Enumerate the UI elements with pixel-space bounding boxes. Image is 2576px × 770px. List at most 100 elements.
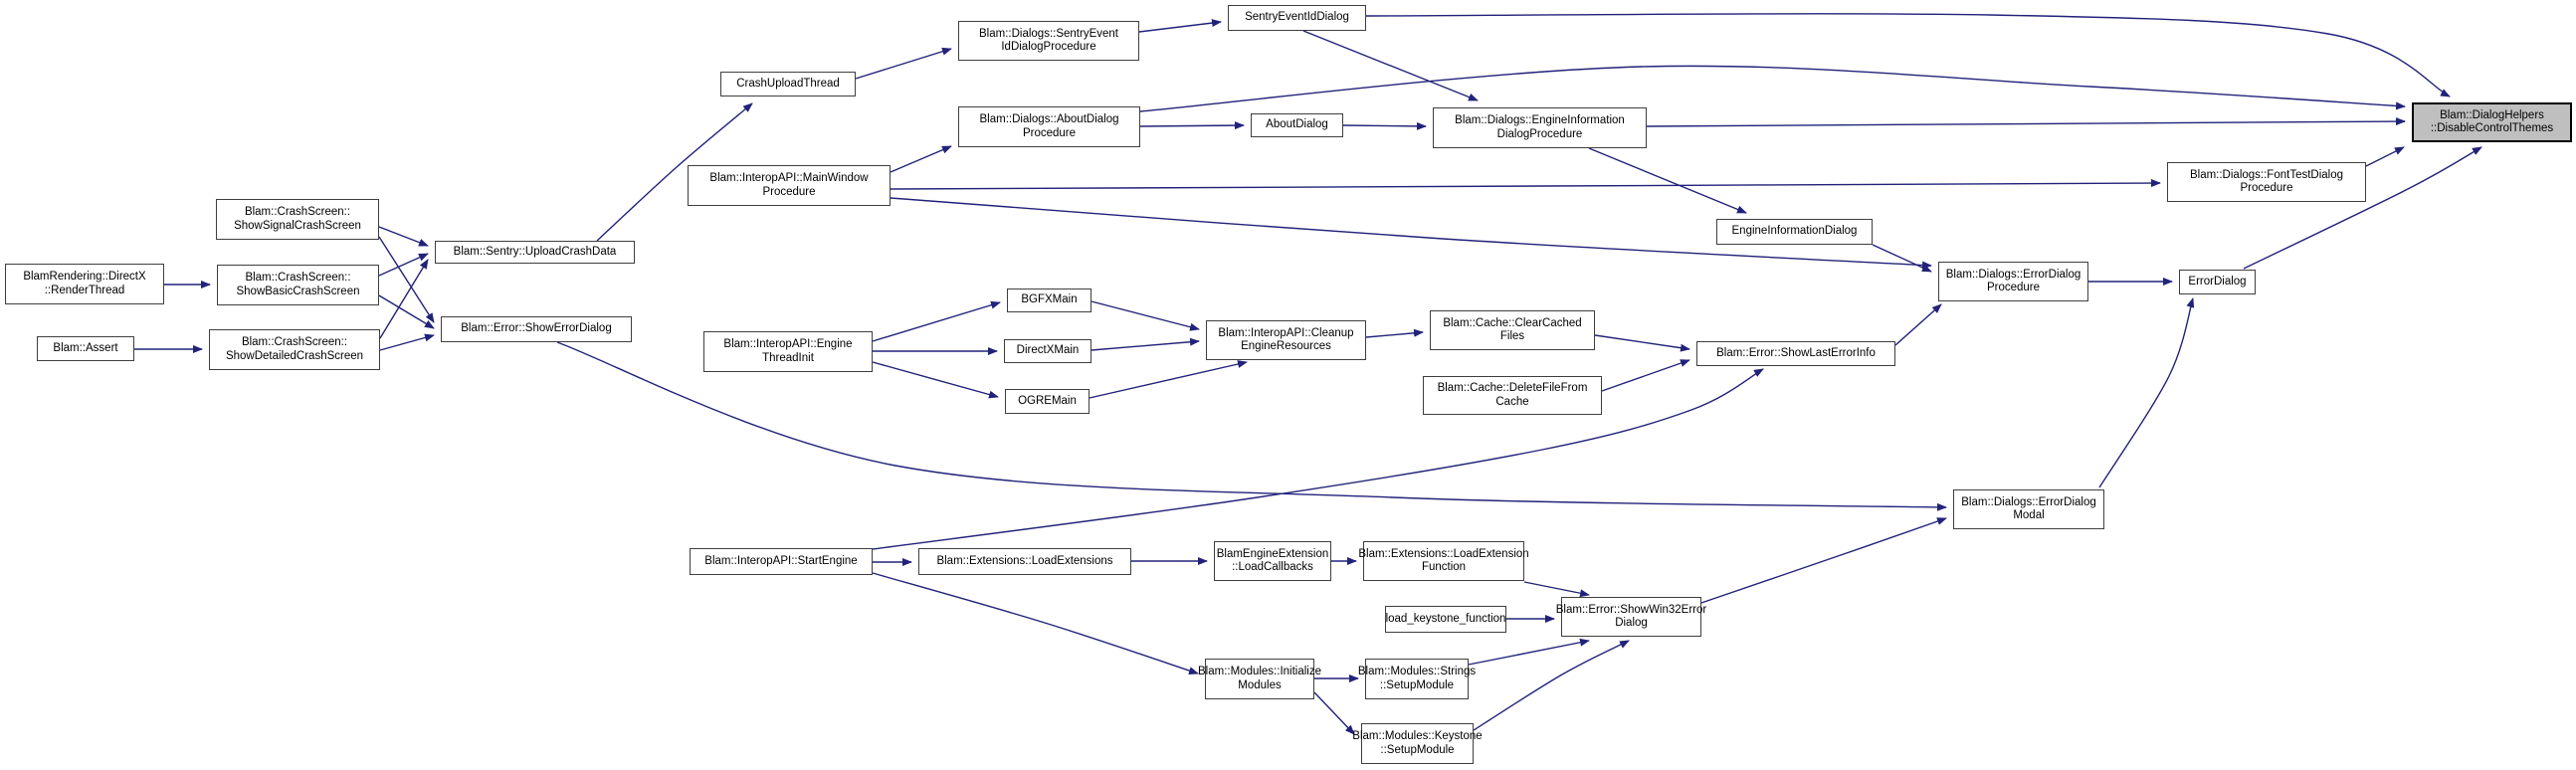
node-label-line: Modules <box>1238 678 1282 691</box>
node-label-line: Modal <box>2013 509 2045 521</box>
node-disablecontrolthemes[interactable]: Blam::DialogHelpers::DisableControlTheme… <box>2412 102 2572 142</box>
node-label-line: Blam::Error::ShowWin32Error <box>1555 603 1707 616</box>
node-label-line: Blam::CrashScreen:: <box>244 206 351 218</box>
node-renderthread[interactable]: BlamRendering::DirectX::RenderThread <box>5 264 164 304</box>
node-label-line: Blam::Modules::Keystone <box>1352 730 1483 742</box>
node-label-line: Blam::InteropAPI::MainWindow <box>709 172 869 184</box>
node-loadcallbacks[interactable]: BlamEngineExtension::LoadCallbacks <box>1214 541 1331 581</box>
node-engineinfodialog[interactable]: EngineInformationDialog <box>1716 219 1873 245</box>
node-label-line: ::RenderThread <box>44 284 125 296</box>
node-bgfxmain[interactable]: BGFXMain <box>1007 289 1091 312</box>
edge-signalcrash-showerrordialog <box>378 236 435 323</box>
node-label-line: load_keystone_function <box>1385 612 1506 625</box>
node-signalcrash[interactable]: Blam::CrashScreen::ShowSignalCrashScreen <box>216 199 379 240</box>
node-label-line: SentryEventIdDialog <box>1245 11 1349 24</box>
node-label-line: CrashUploadThread <box>736 77 840 90</box>
edge-detailedcrash-showerrordialog <box>379 333 435 351</box>
node-label-line: Blam::Dialogs::EngineInformation <box>1455 114 1625 126</box>
node-sentrydialog[interactable]: SentryEventIdDialog <box>1228 5 1366 31</box>
edge-crashuploadthread-sentryproc <box>855 47 952 80</box>
node-crashuploadthread[interactable]: CrashUploadThread <box>720 72 856 96</box>
node-label-line: Blam::InteropAPI::Engine <box>723 338 853 350</box>
node-showlasterror[interactable]: Blam::Error::ShowLastErrorInfo <box>1696 341 1895 366</box>
node-label-line: OGREMain <box>1018 394 1077 407</box>
node-startengine[interactable]: Blam::InteropAPI::StartEngine <box>690 548 873 575</box>
edge-basiccrash-uploadcrashdata <box>378 253 429 277</box>
edge-fonttestproc-disablecontrolthemes <box>2365 146 2405 167</box>
edge-engineinfodialog-errordialogproc <box>1872 244 1932 273</box>
node-ogremain[interactable]: OGREMain <box>1005 389 1090 414</box>
node-label-line: Blam::Cache::DeleteFileFrom <box>1437 382 1588 394</box>
edge-bgfxmain-cleanupengine <box>1090 300 1200 331</box>
node-label-line: Blam::Dialogs::FontTestDialog <box>2189 168 2344 181</box>
node-loadextensions[interactable]: Blam::Extensions::LoadExtensions <box>918 548 1131 575</box>
node-label-line: ShowDetailedCrashScreen <box>225 349 364 362</box>
node-label-line: ::SetupModule <box>1380 743 1455 756</box>
edge-clearcached-showlasterror <box>1594 334 1690 352</box>
edge-enginethreadinit-ogremain <box>872 361 999 399</box>
node-uploadcrashdata[interactable]: Blam::Sentry::UploadCrashData <box>435 241 635 264</box>
node-label-line: Blam::Assert <box>53 341 118 354</box>
edge-aboutproc-disablecontrolthemes <box>1139 65 2406 112</box>
node-label-line: Blam::InteropAPI::StartEngine <box>704 554 858 567</box>
edge-engineinfoproc-disablecontrolthemes <box>1646 117 2406 127</box>
node-keystonemodule[interactable]: Blam::Modules::Keystone::SetupModule <box>1352 723 1483 764</box>
node-label-line: ::DisableControlThemes <box>2430 122 2554 134</box>
node-label-line: BlamEngineExtension <box>1216 547 1329 560</box>
node-label-line: EngineResources <box>1241 340 1331 352</box>
node-assert[interactable]: Blam::Assert <box>37 336 134 361</box>
node-label-line: Blam::Dialogs::AboutDialog <box>979 113 1119 125</box>
node-detailedcrash[interactable]: Blam::CrashScreen::ShowDetailedCrashScre… <box>209 329 380 370</box>
node-aboutdialog[interactable]: AboutDialog <box>1251 113 1343 137</box>
node-directxmain[interactable]: DirectXMain <box>1004 339 1091 363</box>
edge-mainwindowproc-errordialogproc <box>890 197 1932 270</box>
edge-loadextfunc-showwin32 <box>1523 581 1590 598</box>
node-errordialog[interactable]: ErrorDialog <box>2179 270 2256 294</box>
node-label-line: Dialog <box>1615 617 1648 629</box>
node-loadkeystone[interactable]: load_keystone_function <box>1385 606 1506 633</box>
node-label-line: Blam::Dialogs::ErrorDialog <box>1945 268 2081 281</box>
edge-showwin32-errordialogmodal <box>1700 517 1947 604</box>
node-label-line: Blam::Dialogs::SentryEvent <box>979 27 1118 40</box>
edge-basiccrash-showerrordialog <box>378 294 435 329</box>
node-label-line: Blam::Cache::ClearCached <box>1443 316 1582 329</box>
node-label-line: Blam::CrashScreen:: <box>241 336 348 348</box>
node-label-line: Procedure <box>1986 282 2041 293</box>
node-label-line: Blam::Error::ShowErrorDialog <box>461 322 612 335</box>
node-label-line: Function <box>1421 561 1467 573</box>
edge-signalcrash-uploadcrashdata <box>378 226 429 247</box>
node-basiccrash[interactable]: Blam::CrashScreen::ShowBasicCrashScreen <box>217 265 379 305</box>
node-stringsmodule[interactable]: Blam::Modules::Strings::SetupModule <box>1358 659 1476 699</box>
edge-startengine-showlasterror <box>872 368 1764 550</box>
edge-aboutproc-aboutdialog <box>1139 121 1245 130</box>
node-label-line: ShowBasicCrashScreen <box>236 285 360 297</box>
node-label-line: Blam::Error::ShowLastErrorInfo <box>1716 346 1876 359</box>
node-label-line: BGFXMain <box>1021 293 1078 306</box>
node-label-line: ::SetupModule <box>1379 678 1455 691</box>
edge-errordialog-disablecontrolthemes <box>2243 146 2482 270</box>
node-label-line: Blam::CrashScreen:: <box>245 272 351 284</box>
node-label-line: Blam::DialogHelpers <box>2440 108 2544 121</box>
node-label-line: Procedure <box>1022 126 1077 139</box>
edge-directxmain-cleanupengine <box>1090 337 1200 351</box>
node-label-line: Procedure <box>2240 182 2293 194</box>
node-label-line: EngineInformationDialog <box>1731 225 1858 238</box>
node-showerrordialog[interactable]: Blam::Error::ShowErrorDialog <box>441 316 632 342</box>
node-label-line: Files <box>1499 330 1525 342</box>
